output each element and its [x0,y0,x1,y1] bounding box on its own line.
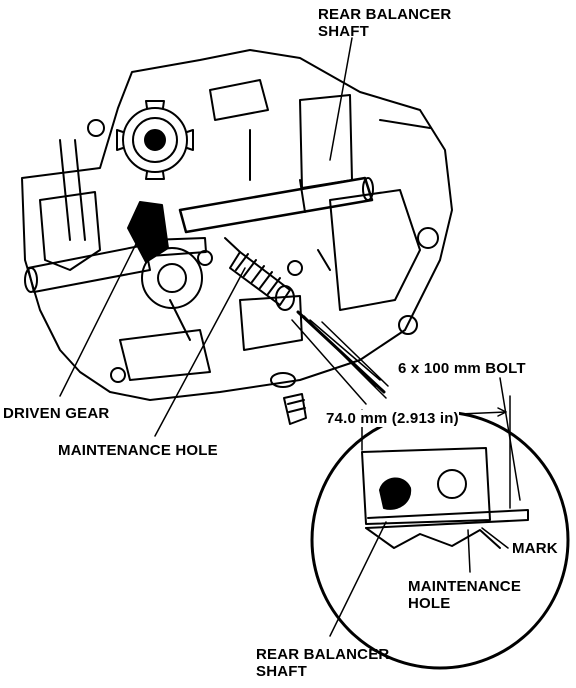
label-rear-balancer-shaft-bottom: REAR BALANCER SHAFT [256,646,389,680]
label-dimension: 74.0 mm (2.913 in) [326,410,459,427]
label-bolt-spec: 6 x 100 mm BOLT [398,360,526,377]
leader-lines [59,37,521,637]
gear-flange [141,247,213,309]
plug-bolt [270,372,307,425]
bolt [224,237,295,311]
engine-block [21,49,453,401]
view-path [291,310,389,405]
bolt-hole [287,260,303,276]
label-maintenance-hole-detail: MAINTENANCE HOLE [408,578,521,612]
label-line: REAR BALANCER [318,6,452,23]
bolt-hole [87,119,105,137]
sprocket [116,100,194,180]
bolt-hole [110,367,126,383]
label-line: HOLE [408,595,451,612]
label-mark: MARK [512,540,558,557]
label-maintenance-hole: MAINTENANCE HOLE [58,442,218,459]
rear-balancer-shaft [24,176,374,293]
label-line: SHAFT [318,23,369,40]
label-line: SHAFT [256,663,307,680]
bolt-hole [398,315,418,335]
bolt-hole [417,227,439,249]
driven-gear [127,201,207,263]
label-line: REAR BALANCER [256,646,390,663]
label-rear-balancer-shaft-top: REAR BALANCER SHAFT [318,6,451,40]
label-driven-gear: DRIVEN GEAR [3,405,110,422]
label-line: MAINTENANCE [408,578,522,595]
